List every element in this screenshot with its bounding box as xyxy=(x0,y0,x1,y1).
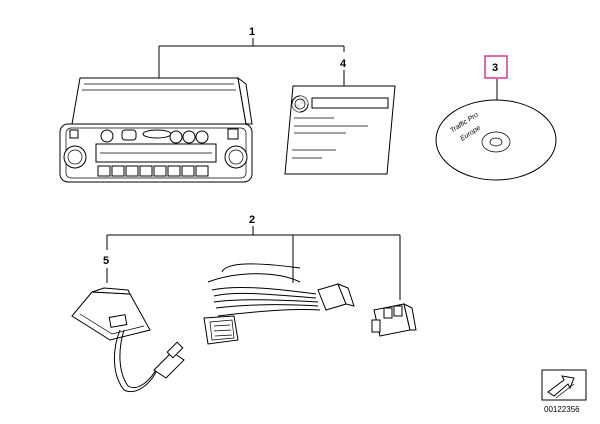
part-3-highlight-box xyxy=(484,55,508,79)
part-number-1: 1 xyxy=(249,26,255,38)
part-number-3: 3 xyxy=(492,62,498,74)
leader-lines-part-2 xyxy=(106,226,401,300)
arrow-icon xyxy=(541,369,587,401)
cable-harness[interactable] xyxy=(203,263,355,345)
part-number-5: 5 xyxy=(103,255,109,267)
antenna-module[interactable] xyxy=(71,287,185,392)
diagram-code: 00122356 xyxy=(544,405,580,414)
preset-buttons xyxy=(97,165,209,177)
part-number-2: 2 xyxy=(249,214,255,226)
plug-connector[interactable] xyxy=(371,303,417,337)
cd-disc[interactable]: Traffic Pro Europe xyxy=(435,79,557,181)
part-number-4: 4 xyxy=(340,58,347,70)
radio-unit[interactable] xyxy=(59,76,253,183)
leader-lines-part-1 xyxy=(158,38,345,86)
manual-document[interactable] xyxy=(284,85,396,175)
